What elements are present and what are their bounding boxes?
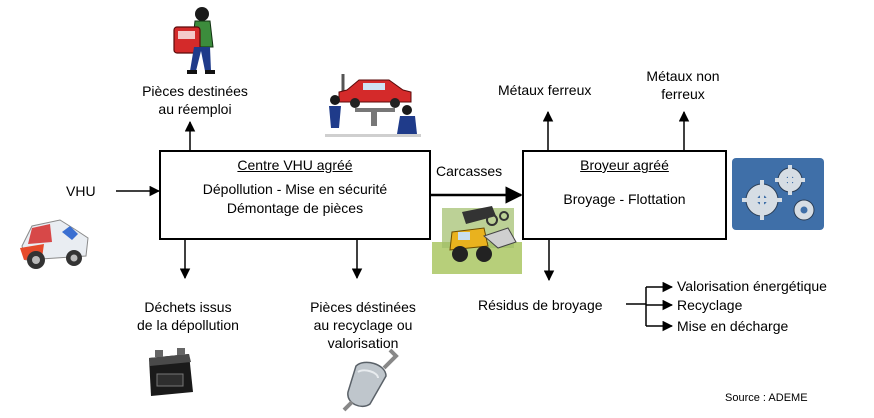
centre-vhu-line1: Dépollution - Mise en sécurité (202, 181, 388, 197)
outcome-energy: Valorisation énergétique (677, 278, 827, 294)
waste-label-line1: Déchets issus (144, 299, 232, 315)
recycling-parts-line2: au recyclage ou (313, 317, 413, 333)
shredder-title: Broyeur agréé (580, 157, 669, 173)
nonferrous-line2: ferreux (661, 86, 705, 102)
ferrous-label: Métaux ferreux (498, 82, 592, 98)
nonferrous-label: Métaux non ferreux (628, 67, 738, 103)
waste-label: Déchets issus de la dépollution (118, 298, 258, 334)
waste-label-line2: de la dépollution (137, 317, 239, 333)
outcome-recycling: Recyclage (677, 297, 743, 313)
reuse-label: Pièces destinées au réemploi (128, 82, 262, 118)
centre-vhu-box: Centre VHU agréé Dépollution - Mise en s… (159, 150, 431, 240)
nonferrous-line1: Métaux non (646, 68, 720, 84)
muffler-icon (342, 348, 399, 412)
reuse-label-line1: Pièces destinées (142, 83, 248, 99)
outcome-landfill: Mise en décharge (677, 318, 789, 334)
centre-vhu-line2: Démontage de pièces (226, 200, 364, 216)
reuse-label-line2: au réemploi (158, 101, 232, 117)
worker-carrying-door-icon (173, 7, 215, 74)
gears-icon (732, 158, 824, 230)
shredder-line1: Broyage - Flottation (563, 191, 686, 207)
shredder-box: Broyeur agréé Broyage - Flottation (522, 150, 727, 240)
residues-label: Résidus de broyage (478, 297, 603, 313)
centre-vhu-title: Centre VHU agréé (237, 157, 353, 173)
car-repair-icon (325, 74, 421, 137)
carcasses-label: Carcasses (436, 163, 503, 179)
source-credit: Source : ADEME (725, 392, 808, 404)
recycling-parts-line3: valorisation (327, 335, 399, 351)
loader-icon (432, 206, 522, 274)
wrecked-car-icon (20, 219, 89, 269)
battery-icon (149, 348, 193, 396)
vhu-label: VHU (66, 183, 96, 199)
recycling-parts-line1: Pièces déstinées (310, 299, 416, 315)
recycling-parts-label: Pièces déstinées au recyclage ou valoris… (293, 298, 433, 352)
